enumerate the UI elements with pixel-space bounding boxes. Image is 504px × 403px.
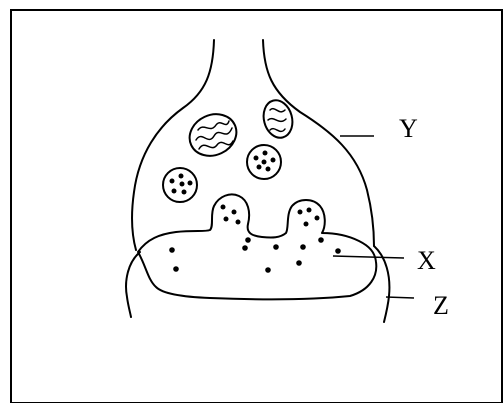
pointer-z	[386, 297, 414, 298]
label-y: Y	[399, 114, 418, 143]
diagram-frame	[11, 10, 502, 403]
label-x: X	[417, 246, 436, 275]
label-z: Z	[433, 291, 449, 320]
